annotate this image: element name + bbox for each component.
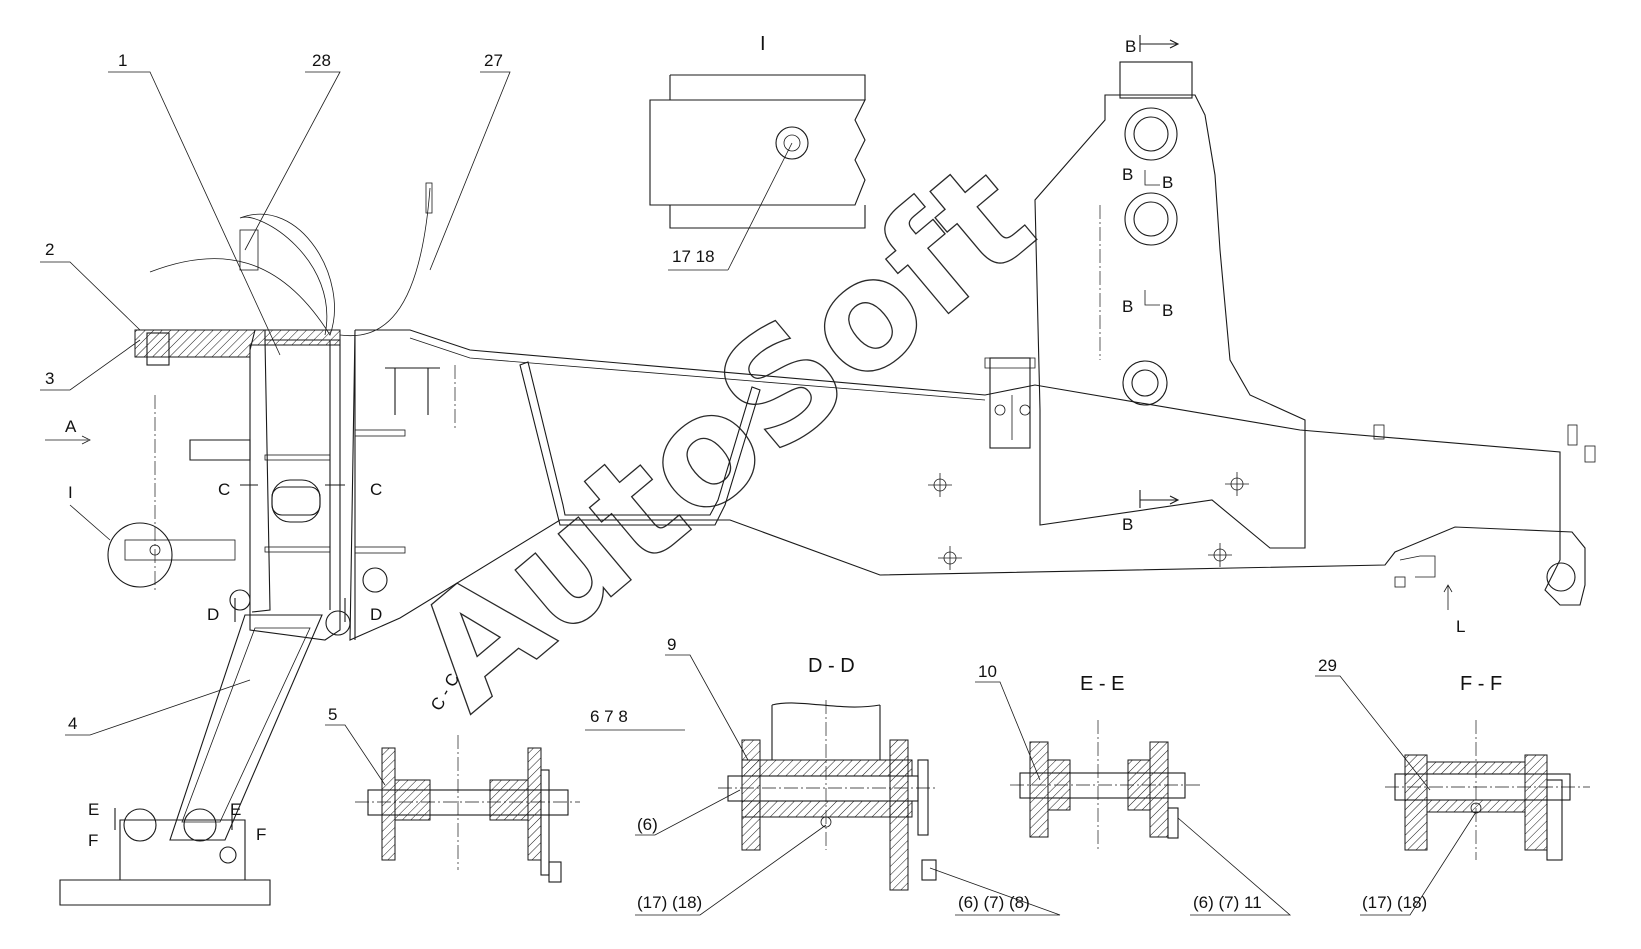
leader-lines <box>40 71 1477 916</box>
section-dd-title: D - D <box>808 655 855 677</box>
mark-b-low-left: B <box>1122 297 1133 316</box>
mark-b-top: B <box>1125 37 1136 56</box>
callout-10: 10 <box>978 662 997 681</box>
callout-17-18-dd: (17) (18) <box>637 893 702 912</box>
mark-f-left: F <box>88 831 98 850</box>
watermark: AutoSoft <box>381 130 1064 743</box>
main-frame <box>349 329 1596 641</box>
mark-f-right: F <box>256 825 266 844</box>
mark-e-left: E <box>88 800 99 819</box>
callout-6-dd: (6) <box>637 815 658 834</box>
mark-b-mid-right: B <box>1162 173 1173 192</box>
section-ff-title: F - F <box>1460 673 1502 695</box>
callout-17-18-top: 17 18 <box>672 247 715 266</box>
section-ff <box>1385 720 1590 861</box>
mark-d-left: D <box>207 605 219 624</box>
callout-2: 2 <box>45 240 54 259</box>
u-bracket <box>519 361 761 526</box>
callout-27: 27 <box>484 51 503 70</box>
detail-I-title: I <box>760 33 766 55</box>
mark-b-bottom: B <box>1122 515 1133 534</box>
callout-5: 5 <box>328 705 337 724</box>
detail-I-small: I <box>68 483 73 502</box>
mark-b-low-right: B <box>1162 301 1173 320</box>
mark-d-right: D <box>370 605 382 624</box>
callout-4: 4 <box>68 714 77 733</box>
section-ee <box>1010 720 1200 850</box>
callout-678: 6 7 8 <box>590 707 628 726</box>
front-post <box>134 329 440 641</box>
tower <box>984 61 1306 549</box>
mark-c-left: C <box>218 480 230 499</box>
mark-c-right: C <box>370 480 382 499</box>
section-ee-title: E - E <box>1080 673 1124 695</box>
callout-1: 1 <box>118 51 127 70</box>
callout-3: 3 <box>45 369 54 388</box>
cable <box>149 187 431 337</box>
detail-circle <box>107 522 173 588</box>
view-A-label: A <box>65 417 77 436</box>
section-dd <box>718 700 937 891</box>
boom <box>59 614 323 906</box>
mark-e-right: E <box>230 800 241 819</box>
callout-6-7-8-dd: (6) (7) (8) <box>958 893 1030 912</box>
callout-6-7-11-ee: (6) (7) 11 <box>1193 893 1262 912</box>
section-cc <box>355 735 580 883</box>
callout-17-18-ff: (17) (18) <box>1362 893 1427 912</box>
callout-9: 9 <box>667 635 676 654</box>
callout-28: 28 <box>312 51 331 70</box>
cut-markers <box>114 35 1180 830</box>
detail-I <box>649 74 866 271</box>
mark-b-mid-left: B <box>1122 165 1133 184</box>
callout-29: 29 <box>1318 656 1337 675</box>
fixture-marks <box>928 404 1249 570</box>
view-L-label: L <box>1456 617 1465 636</box>
